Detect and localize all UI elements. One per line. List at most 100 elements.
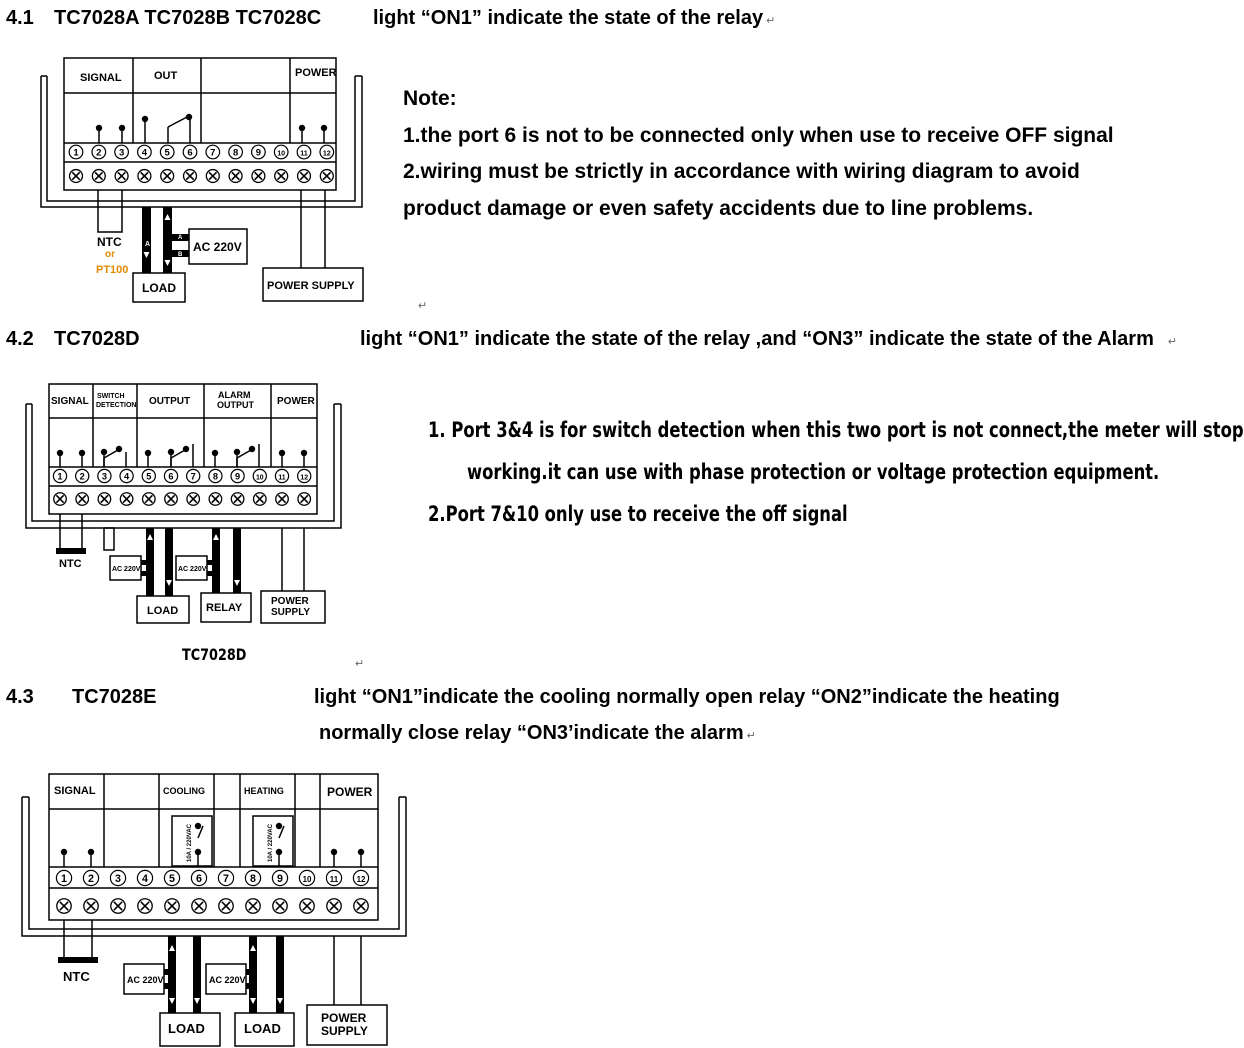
- relay-contact: [115, 445, 123, 453]
- terminal-screw: [194, 901, 204, 911]
- terminal-screw: [100, 494, 109, 504]
- supply-label: AC 220V: [193, 240, 242, 254]
- load-label: LOAD: [147, 605, 178, 617]
- terminal-label: 4: [142, 148, 148, 159]
- terminal-screw: [302, 901, 312, 911]
- header-power: POWER: [327, 785, 373, 799]
- terminal-screw: [356, 901, 366, 911]
- terminal-screw: [255, 494, 264, 504]
- terminal-label: 5: [169, 873, 175, 885]
- note2-line-2: working.it can use with phase protection…: [467, 460, 1160, 484]
- contact-pin: [141, 115, 149, 123]
- header-out: OUT: [154, 70, 178, 82]
- header-signal: SIGNAL: [51, 396, 89, 407]
- terminal-screw: [299, 171, 309, 181]
- terminal-screw: [329, 901, 339, 911]
- supply-label-1: AC 220V: [112, 566, 141, 573]
- terminal-screw: [322, 171, 332, 181]
- terminal-number: [163, 869, 181, 887]
- terminal-number: [182, 144, 198, 160]
- wire-b-label: B: [178, 252, 183, 258]
- relay-contact: [167, 116, 188, 128]
- sensor-ntc-label: NTC: [59, 558, 82, 570]
- terminal-screw: [208, 171, 218, 181]
- header-heating: HEATING: [244, 786, 284, 796]
- terminal-screw: [86, 901, 96, 911]
- terminal-number: [97, 468, 112, 484]
- header-power: POWER: [295, 67, 337, 79]
- terminal-number: [271, 869, 289, 887]
- terminal-screw: [140, 901, 150, 911]
- terminal-label: 11: [330, 875, 339, 884]
- terminal-number: [352, 869, 370, 887]
- terminal-number: [163, 468, 179, 484]
- terminal-screw: [117, 171, 126, 181]
- terminal-label: 9: [256, 148, 261, 159]
- terminal-number: [136, 144, 152, 160]
- terminal-screw: [185, 171, 195, 181]
- terminal-number: [205, 144, 221, 160]
- terminal-label: 8: [250, 873, 256, 885]
- terminal-number: [159, 144, 175, 160]
- terminal-screw: [277, 494, 287, 504]
- supply-label: SUPPLY: [321, 1024, 368, 1038]
- contact-pin: [300, 449, 308, 457]
- terminal-screw: [144, 494, 153, 504]
- load-label: LOAD: [142, 281, 176, 295]
- terminal-number: [82, 869, 100, 887]
- paragraph-mark: ↵: [355, 658, 365, 670]
- terminal-screw: [276, 171, 286, 181]
- note-title: Note:: [403, 87, 457, 110]
- header-alarm: ALARM: [218, 390, 251, 400]
- terminal-screw: [211, 494, 220, 504]
- section-4-3-number: 4.3: [6, 686, 34, 708]
- terminal-label: 12: [323, 150, 331, 158]
- contact-pin: [87, 848, 95, 856]
- terminal-label: 4: [124, 472, 130, 482]
- terminal-label: 11: [300, 150, 308, 158]
- sensor-or-label: or: [105, 249, 115, 260]
- terminal-number: [52, 468, 68, 484]
- relay-contact: [194, 848, 202, 856]
- terminal-screw: [254, 171, 263, 181]
- terminal-number: [68, 144, 84, 160]
- terminal-label: 2: [88, 873, 94, 885]
- wire-a-label: A: [145, 241, 150, 248]
- supply-label-2: AC 220V: [209, 975, 246, 985]
- terminal-screw: [189, 494, 198, 504]
- sensor-ntc-label: NTC: [63, 969, 90, 984]
- paragraph-mark: ↵: [418, 300, 428, 312]
- terminal-label: 3: [115, 873, 121, 885]
- contact-pin: [56, 449, 64, 457]
- header-detection: DETECTION: [96, 402, 136, 409]
- header-signal: SIGNAL: [54, 785, 96, 797]
- relay-contact: [170, 449, 186, 459]
- power-supply-label: POWER SUPPLY: [267, 280, 355, 292]
- section-4-2-number: 4.2: [6, 328, 34, 350]
- terminal-number: [136, 869, 154, 887]
- terminal-screw: [140, 171, 149, 181]
- note-line-3: product damage or even safety accidents …: [403, 197, 1034, 220]
- terminal-screw: [300, 494, 309, 504]
- terminal-number: [325, 869, 343, 887]
- contact-pin: [211, 449, 219, 457]
- terminal-number: [296, 144, 312, 160]
- terminal-label: 10: [303, 875, 312, 884]
- terminal-label: 8: [213, 472, 218, 482]
- terminal-screw: [166, 494, 176, 504]
- terminal-screw: [94, 171, 104, 181]
- relay-contact: [236, 449, 252, 459]
- terminal-screw: [113, 901, 123, 911]
- relay-contact: [182, 445, 190, 453]
- relay-contact: [275, 822, 283, 830]
- terminal-number: [297, 468, 312, 484]
- contact-pin: [60, 848, 68, 856]
- terminal-number: [319, 144, 335, 160]
- terminal-number: [273, 144, 289, 160]
- terminal-number: [109, 869, 127, 887]
- contact-pin: [95, 124, 103, 132]
- sensor-ntc-label: NTC: [97, 235, 122, 249]
- load-label-1: LOAD: [168, 1021, 205, 1036]
- power-label: POWER: [321, 1011, 367, 1025]
- terminal-label: 6: [187, 148, 192, 159]
